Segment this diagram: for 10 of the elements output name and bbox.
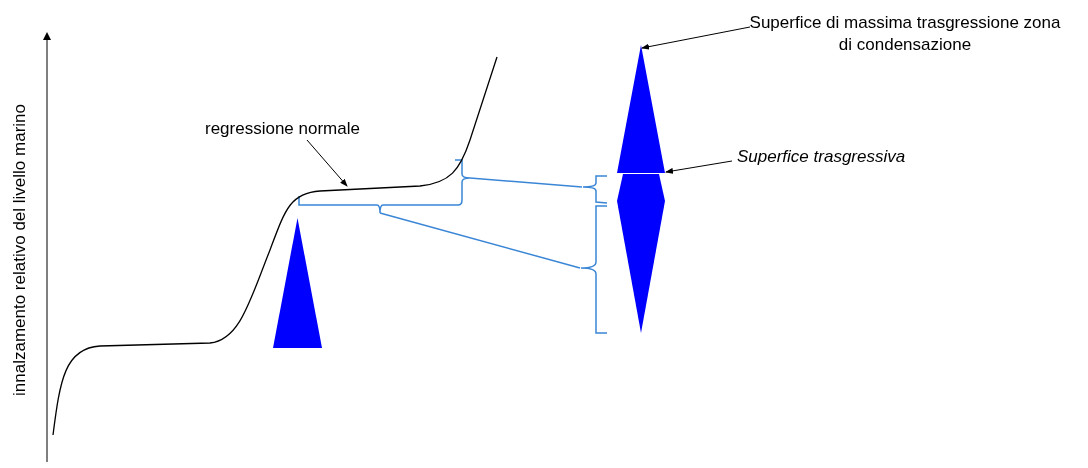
leader-line — [306, 139, 348, 187]
leader-line — [641, 26, 751, 50]
callout-text: Superfice trasgressiva — [737, 146, 937, 168]
axis-label: innalzamento relativo del livello marino — [9, 104, 30, 396]
triangle-symbol — [617, 45, 665, 173]
leader-line — [665, 160, 733, 174]
callout-text: regressione normale — [205, 118, 405, 140]
callout-text: Superfice di massima trasgressione zona di condensazione — [745, 12, 1065, 56]
diamond-symbol — [617, 174, 665, 333]
sea-level-curve — [52, 56, 498, 436]
